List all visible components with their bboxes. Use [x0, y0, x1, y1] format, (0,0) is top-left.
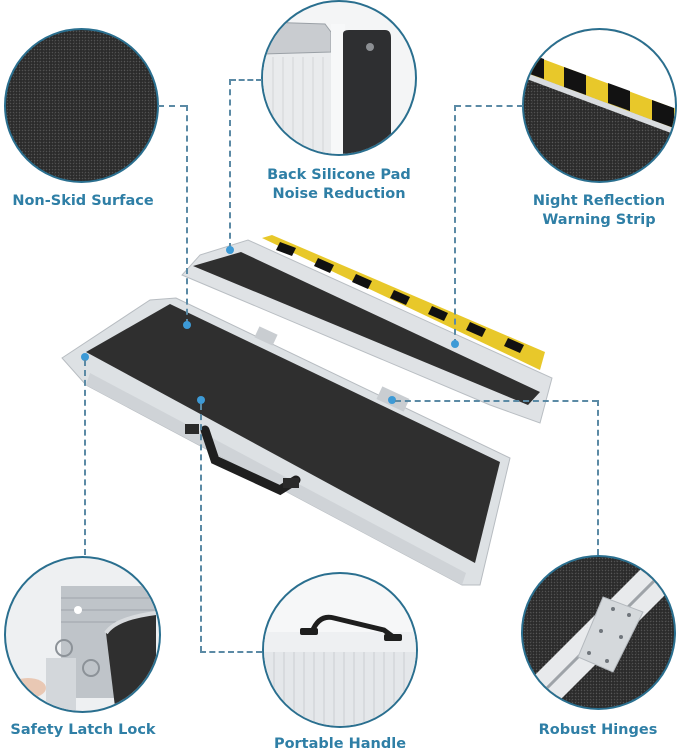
connector-handle-v: [200, 404, 202, 652]
silicone-pad-illustration: [263, 21, 391, 154]
connector-handle-h: [200, 651, 262, 653]
warning-strip-label-line2: Warning Strip: [542, 212, 656, 228]
connector-warning-v: [454, 105, 456, 345]
warning-strip-label-line1: Night Reflection: [532, 193, 666, 209]
silicone-pad-label: Back Silicone Pad Noise Reduction: [258, 166, 420, 204]
non-skid-surface-detail-image: [4, 28, 159, 183]
safety-latch-illustration: [10, 586, 157, 711]
connector-silicone-h: [230, 79, 262, 81]
warning-strip-label: Night Reflection Warning Strip: [519, 192, 679, 230]
portable-handle-label: Portable Handle: [273, 736, 407, 752]
robust-hinges-label: Robust Hinges: [538, 722, 658, 738]
marker-handle: [197, 396, 205, 404]
non-skid-surface-label: Non-Skid Surface: [12, 193, 154, 209]
warning-strip-illustration: [524, 30, 675, 135]
connector-warning-h: [455, 105, 523, 107]
marker-latch: [81, 353, 89, 361]
marker-warning: [451, 340, 459, 348]
marker-non-skid: [183, 321, 191, 329]
connector-latch-v: [84, 360, 86, 565]
marker-silicone: [226, 246, 234, 254]
silicone-pad-label-line1: Back Silicone Pad: [267, 167, 411, 183]
portable-handle-illustration: [264, 614, 416, 726]
marker-hinge: [388, 396, 396, 404]
connector-silicone-v: [229, 79, 231, 249]
silicone-pad-label-line2: Noise Reduction: [272, 186, 406, 202]
silicone-pad-detail-image: [261, 0, 417, 156]
safety-latch-detail-image: [4, 556, 161, 713]
connector-hinge-h: [395, 400, 598, 402]
connector-non-skid-h: [158, 105, 186, 107]
warning-strip-detail-image: [522, 28, 677, 183]
connector-non-skid-v: [186, 105, 188, 325]
connector-hinge-v: [597, 400, 599, 555]
safety-latch-label: Safety Latch Lock: [10, 722, 156, 738]
portable-handle-detail-image: [262, 572, 418, 728]
robust-hinges-illustration: [523, 557, 674, 708]
robust-hinges-detail-image: [521, 555, 676, 710]
